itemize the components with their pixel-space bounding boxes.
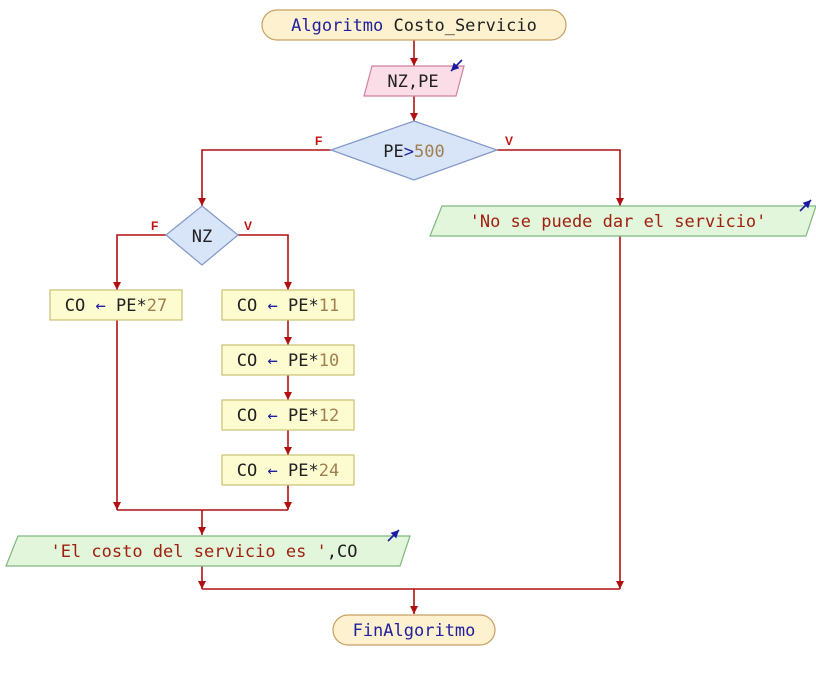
connector-decision2-true: [238, 234, 292, 290]
end-terminal[interactable]: FinAlgoritmo: [332, 614, 496, 646]
output-cost[interactable]: 'El costo del servicio es ',CO: [5, 529, 411, 567]
assign-co-true-4[interactable]: CO ← PE*24: [221, 454, 355, 486]
connector-decision1-false: [198, 149, 331, 206]
decision2-shape: [165, 205, 239, 266]
decision-nz[interactable]: NZ F V: [151, 205, 252, 266]
output-no-service[interactable]: 'No se puede dar el servicio': [429, 199, 816, 237]
assign-false-shape: [49, 289, 183, 321]
decision2-true-label: V: [244, 219, 252, 233]
flow-connectors: [113, 40, 624, 614]
decision1-true-label: V: [505, 134, 513, 148]
output-arrow-icon: [799, 199, 812, 212]
end-terminal-shape: [332, 614, 496, 646]
output-no-service-text: 'No se puede dar el servicio': [470, 212, 767, 232]
assign-true-3-shape: [221, 399, 355, 431]
assign-false-text: CO ← PE*27: [65, 296, 167, 316]
decision1-shape: [329, 120, 499, 181]
assign-true-4-shape: [221, 454, 355, 486]
assign-true-1-shape: [221, 289, 355, 321]
assign-co-true-2[interactable]: CO ← PE*10: [221, 344, 355, 376]
assign-true-4-text: CO ← PE*24: [237, 461, 339, 481]
assign-co-false[interactable]: CO ← PE*27: [49, 289, 183, 321]
assign-true-2-shape: [221, 344, 355, 376]
input-arrow-icon: [450, 59, 463, 72]
read-input-block[interactable]: NZ,PE: [363, 59, 465, 97]
start-terminal-shape: [261, 9, 567, 41]
connector-decision1-true: [497, 149, 624, 206]
output-cost-shape: [5, 535, 411, 567]
connector-decision2-false: [113, 234, 166, 290]
output-cost-text: 'El costo del servicio es ',CO: [50, 542, 357, 562]
decision-pe-greater-500[interactable]: PE>500 F V: [315, 120, 513, 181]
decision1-false-label: F: [315, 134, 322, 148]
assign-true-3-text: CO ← PE*12: [237, 406, 339, 426]
start-terminal[interactable]: Algoritmo Costo_Servicio: [261, 9, 567, 41]
assign-true-2-text: CO ← PE*10: [237, 351, 339, 371]
start-terminal-text: Algoritmo Costo_Servicio: [291, 16, 537, 36]
decision2-text: NZ: [192, 227, 212, 247]
output-no-service-shape: [429, 205, 816, 237]
output-cost-arrow-icon: [387, 529, 400, 542]
end-terminal-text: FinAlgoritmo: [353, 621, 476, 641]
assign-co-true-1[interactable]: CO ← PE*11: [221, 289, 355, 321]
read-input-text: NZ,PE: [387, 72, 438, 92]
decision1-text: PE>500: [383, 142, 444, 162]
assign-true-1-text: CO ← PE*11: [237, 296, 339, 316]
decision2-false-label: F: [151, 219, 158, 233]
read-input-shape: [363, 65, 465, 97]
assign-co-true-3[interactable]: CO ← PE*12: [221, 399, 355, 431]
